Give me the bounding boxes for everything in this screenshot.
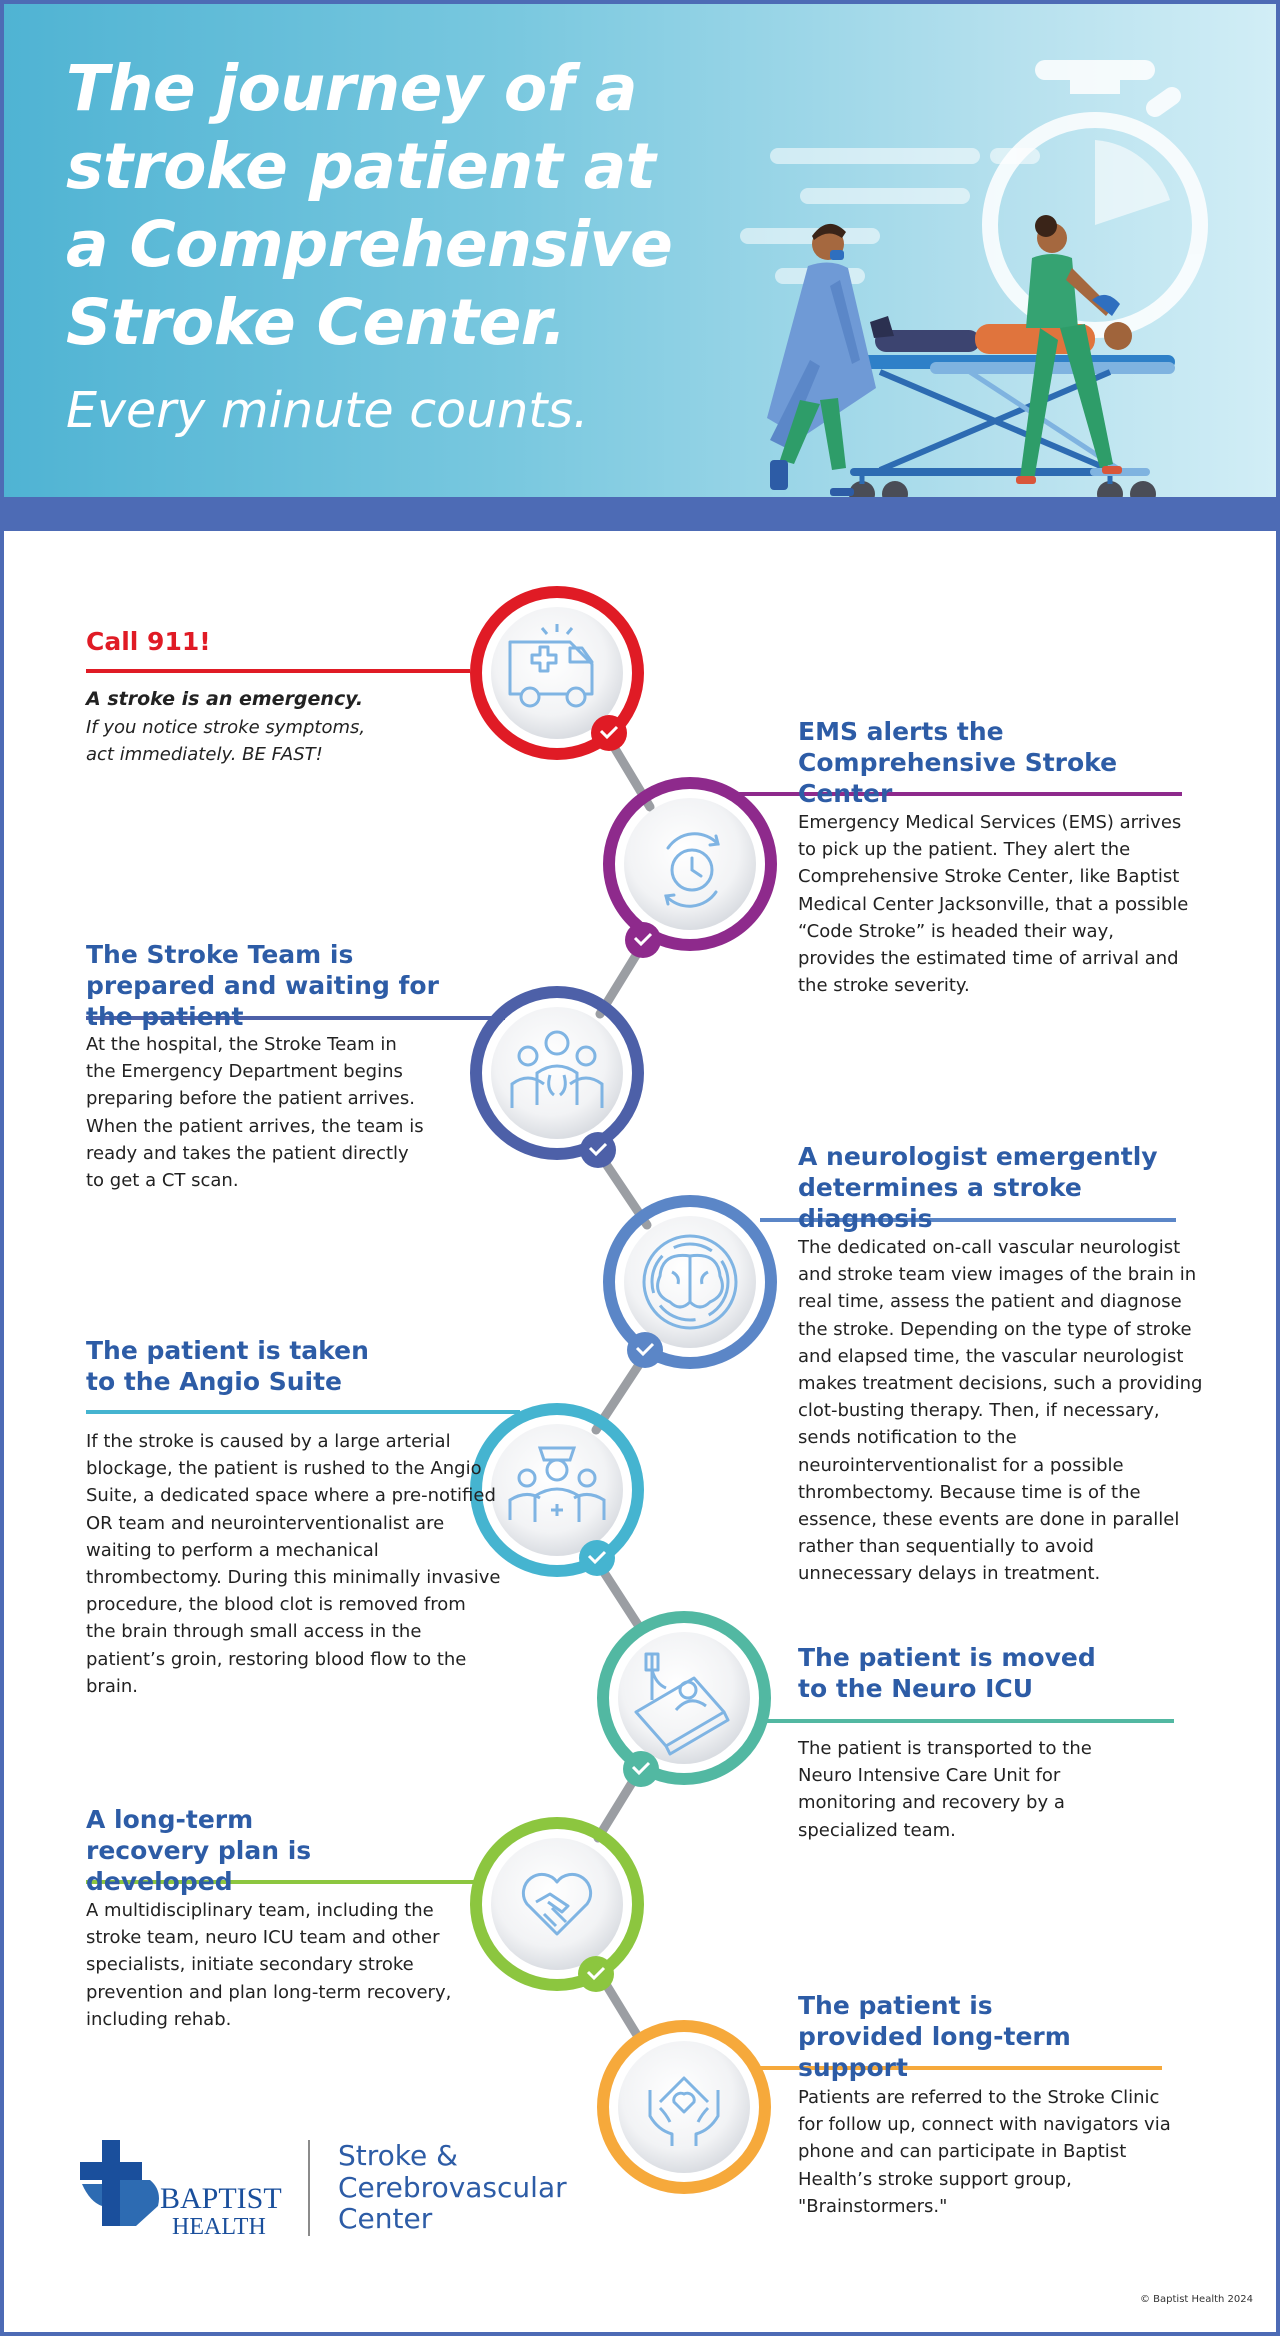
step-4-title: A neurologist emergently determines a st… bbox=[798, 1142, 1158, 1233]
brand-line-2: HEALTH bbox=[172, 2214, 266, 2240]
page-subtitle: Every minute counts. bbox=[66, 382, 589, 439]
step-1-description: If you notice stroke symptoms, act immed… bbox=[86, 717, 366, 766]
step-5-title: The patient is taken to the Angio Suite bbox=[86, 1336, 369, 1396]
handshake-heart-icon bbox=[521, 1872, 593, 1936]
step-7-circle bbox=[470, 1817, 644, 1992]
nurse-figure bbox=[1016, 215, 1122, 484]
step-2-description: Emergency Medical Services (EMS) arrives… bbox=[798, 812, 1189, 997]
baptist-health-logo: BAPTIST HEALTH bbox=[80, 2140, 282, 2240]
step-8-circle bbox=[597, 2020, 771, 2194]
step-7-title: A long-term recovery plan is developed bbox=[86, 1805, 312, 1896]
center-name: Stroke & Cerebrovascular Center bbox=[338, 2139, 567, 2235]
stopwatch-icon bbox=[982, 60, 1208, 338]
brand-line-1: BAPTIST bbox=[160, 2182, 282, 2215]
step-1-circle bbox=[470, 586, 644, 760]
step-6-description: The patient is transported to the Neuro … bbox=[798, 1738, 1092, 1841]
step-2-circle bbox=[603, 777, 777, 958]
step-6-circle bbox=[597, 1611, 771, 1787]
step-4-description: The dedicated on-call vascular neurologi… bbox=[798, 1237, 1203, 1585]
stroke-team-illustration bbox=[740, 60, 1208, 497]
step-4-circle bbox=[603, 1195, 777, 1369]
step-2-title: EMS alerts the Comprehensive Stroke Cent… bbox=[798, 717, 1118, 808]
step-7-description: A multidisciplinary team, including the … bbox=[86, 1900, 452, 2030]
clock-refresh-icon bbox=[664, 832, 720, 908]
step-3-circle bbox=[470, 986, 644, 1168]
step-1-title: Call 911! bbox=[86, 627, 211, 656]
step-5-description: If the stroke is caused by a large arter… bbox=[86, 1431, 501, 1697]
hero-divider-band bbox=[0, 497, 1280, 531]
brand-divider bbox=[308, 2140, 310, 2236]
step-1-lead: A stroke is an emergency. bbox=[86, 688, 364, 710]
step-8-title: The patient is provided long-term suppor… bbox=[798, 1991, 1071, 2082]
copyright-notice: © Baptist Health 2024 bbox=[1140, 2294, 1253, 2305]
step-6-title: The patient is moved to the Neuro ICU bbox=[798, 1643, 1096, 1703]
step-5-circle bbox=[470, 1403, 644, 1577]
hands-heart-home-icon bbox=[648, 2076, 720, 2146]
medical-team-icon bbox=[510, 1030, 604, 1108]
hero-banner: The journey of a stroke patient at a Com… bbox=[0, 0, 1280, 497]
leader-lines bbox=[86, 669, 1182, 2070]
step-3-title: The Stroke Team is prepared and waiting … bbox=[86, 940, 439, 1031]
ambulance-icon bbox=[508, 624, 594, 708]
doctor-figure bbox=[767, 223, 876, 496]
surgeons-icon bbox=[508, 1446, 606, 1522]
page-title: The journey of a stroke patient at a Com… bbox=[66, 52, 673, 359]
step-3-description: At the hospital, the Stroke Team in the … bbox=[86, 1034, 424, 1192]
step-8-description: Patients are referred to the Stroke Clin… bbox=[798, 2087, 1171, 2217]
brain-icon bbox=[642, 1234, 738, 1330]
hospital-bed-icon bbox=[634, 1652, 730, 1756]
baptist-cross-icon bbox=[80, 2140, 159, 2226]
